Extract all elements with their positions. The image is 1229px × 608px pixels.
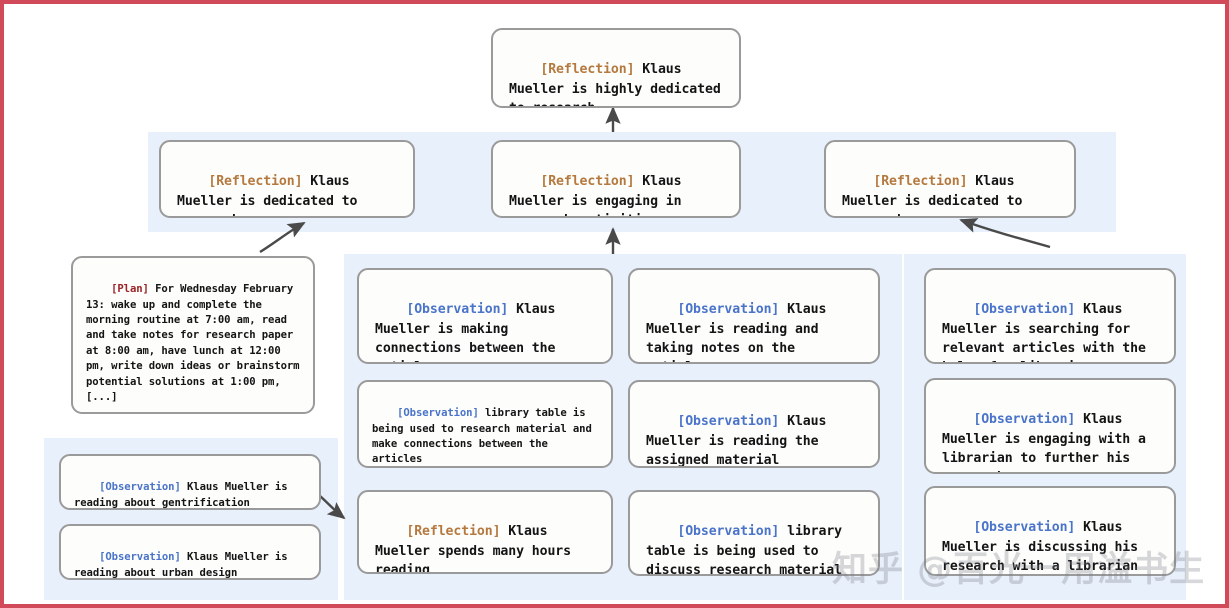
node-text: Klaus Mueller is reading and taking note… [646,302,827,362]
node-tag: [Observation] [973,412,1076,428]
node-text: Klaus Mueller spends many hours reading [375,524,579,574]
node-col2-observation-3[interactable]: [Observation] library table is being use… [628,490,880,576]
node-tag: [Observation] [677,414,780,430]
node-tag: [Plan] [111,283,149,296]
node-tag: [Reflection] [873,174,968,190]
node-tag: [Reflection] [406,524,501,540]
node-left-observation-2[interactable]: [Observation] Klaus Mueller is reading a… [59,524,321,580]
node-tag: [Reflection] [208,174,303,190]
node-root-reflection[interactable]: [Reflection] Klaus Mueller is highly ded… [491,28,741,108]
node-text: Klaus Mueller is reading about gentrific… [74,481,294,509]
node-tag: [Observation] [406,302,509,318]
node-text: Klaus Mueller is searching for relevant … [942,302,1146,362]
node-col1-reflection-3[interactable]: [Reflection] Klaus Mueller spends many h… [357,490,613,574]
node-text: Klaus Mueller is dedicated to research [842,174,1023,216]
node-plan[interactable]: [Plan] For Wednesday February 13: wake u… [71,256,315,414]
node-midright-reflection[interactable]: [Reflection] Klaus Mueller is dedicated … [824,140,1076,218]
node-midleft-reflection[interactable]: [Reflection] Klaus Mueller is dedicated … [159,140,415,218]
node-text: Klaus Mueller is highly dedicated to res… [509,62,721,106]
node-tag: [Observation] [677,302,780,318]
node-col3-observation-3[interactable]: [Observation] Klaus Mueller is discussin… [924,486,1176,576]
node-text: For Wednesday February 13: wake up and c… [86,283,306,403]
node-text: library table is being used to discuss r… [646,524,850,576]
node-text: Klaus Mueller is engaging in research ac… [509,174,682,216]
node-col2-observation-1[interactable]: [Observation] Klaus Mueller is reading a… [628,268,880,364]
node-text: Klaus Mueller is engaging with a librari… [942,412,1146,472]
node-text: Klaus Mueller is dedicated to research [177,174,358,216]
node-col3-observation-1[interactable]: [Observation] Klaus Mueller is searching… [924,268,1176,364]
node-text: library table is being used to research … [372,407,599,466]
node-col1-observation-1[interactable]: [Observation] Klaus Mueller is making co… [357,268,613,364]
node-tag: [Observation] [973,520,1076,536]
node-midcenter-reflection[interactable]: [Reflection] Klaus Mueller is engaging i… [491,140,741,218]
node-tag: [Reflection] [540,174,635,190]
node-tag: [Observation] [677,524,780,540]
node-col2-observation-2[interactable]: [Observation] Klaus Mueller is reading t… [628,380,880,468]
node-col3-observation-2[interactable]: [Observation] Klaus Mueller is engaging … [924,378,1176,474]
node-tag: [Observation] [99,481,181,494]
node-tag: [Observation] [397,407,479,420]
node-text: Klaus Mueller is reading the assigned ma… [646,414,835,468]
node-left-observation-1[interactable]: [Observation] Klaus Mueller is reading a… [59,454,321,510]
node-col1-observation-2[interactable]: [Observation] library table is being use… [357,380,613,468]
node-tag: [Reflection] [540,62,635,78]
node-text: Klaus Mueller is reading about urban des… [74,551,294,579]
node-tag: [Observation] [973,302,1076,318]
node-tag: [Observation] [99,551,181,564]
node-text: Klaus Mueller is making connections betw… [375,302,556,362]
node-text: Klaus Mueller is discussing his research… [942,520,1146,574]
